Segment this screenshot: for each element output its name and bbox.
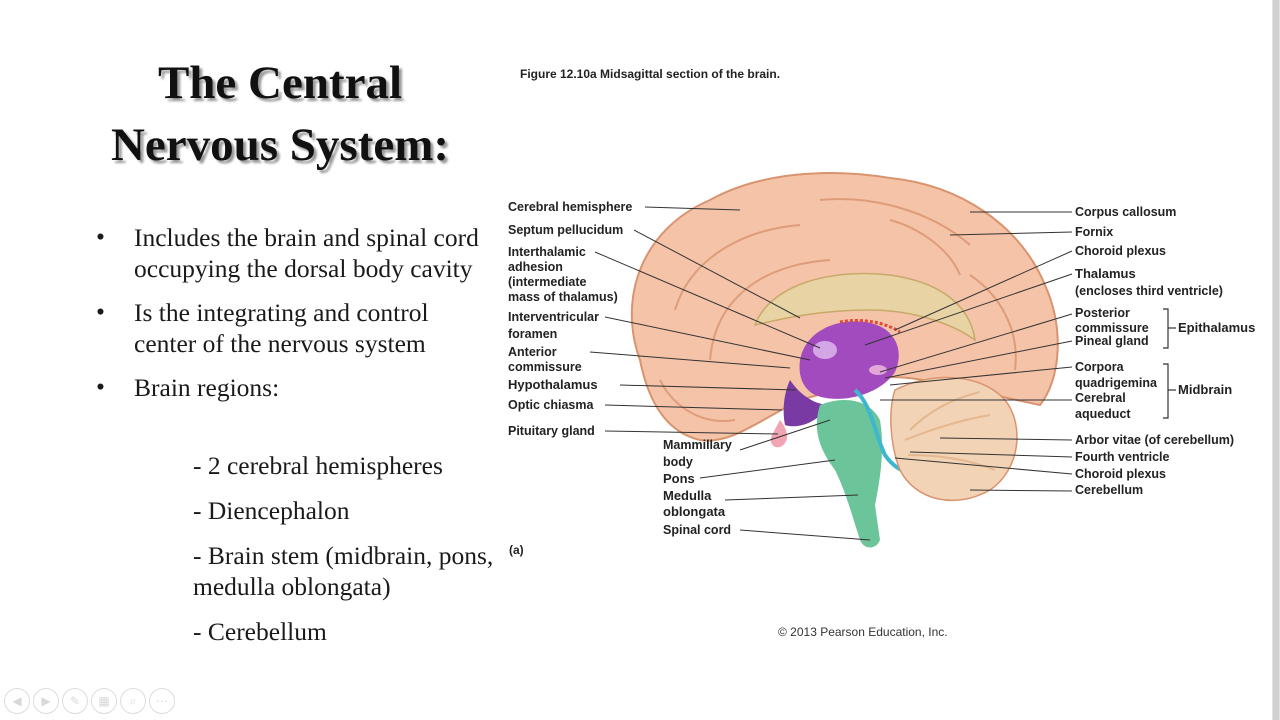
label-cerebral-aqueduct: Cerebral <box>1075 391 1126 405</box>
bullet-text: Is the integrating and control center of… <box>134 298 429 358</box>
previous-icon[interactable]: ◀ <box>4 688 30 714</box>
label-pons: Pons <box>663 471 695 486</box>
label-septum-pellucidum: Septum pellucidum <box>508 223 624 237</box>
label-corpora-quadrigemina-2: quadrigemina <box>1075 376 1157 390</box>
label-thalamus-note: (encloses third ventricle) <box>1075 284 1223 298</box>
label-interthalamic-adhesion-3: (intermediate <box>508 275 587 289</box>
figure-caption: Figure 12.10a Midsagittal section of the… <box>520 67 781 81</box>
slideshow-controls: ◀ ▶ ✎ ▦ ⌕ ⋯ <box>4 688 175 714</box>
label-anterior-commissure: Anterior <box>508 345 557 359</box>
corpus-callosum-shape <box>753 272 976 342</box>
zoom-icon[interactable]: ⌕ <box>120 688 146 714</box>
bullet-item: • Includes the brain and spinal cord occ… <box>96 222 496 284</box>
label-optic-chiasma: Optic chiasma <box>508 398 594 412</box>
bullet-marker: • <box>96 372 105 401</box>
bullet-text: Brain regions: <box>134 373 280 402</box>
more-icon[interactable]: ⋯ <box>149 688 175 714</box>
panel-label: (a) <box>509 543 524 557</box>
brainstem-shape <box>816 400 883 548</box>
label-cerebral-hemisphere: Cerebral hemisphere <box>508 200 633 214</box>
label-interthalamic-adhesion-4: mass of thalamus) <box>508 290 618 304</box>
label-cerebellum: Cerebellum <box>1075 483 1144 497</box>
bullet-list: • Includes the brain and spinal cord occ… <box>96 222 496 416</box>
sub-item: - Diencephalon <box>193 496 350 525</box>
bullet-text: Includes the brain and spinal cord occup… <box>134 223 479 283</box>
label-interthalamic-adhesion-2: adhesion <box>508 260 563 274</box>
label-brackets <box>1163 308 1176 419</box>
label-fornix: Fornix <box>1075 225 1114 239</box>
pen-icon[interactable]: ✎ <box>62 688 88 714</box>
label-posterior-commissure: Posterior <box>1075 306 1130 320</box>
bullet-marker: • <box>96 297 105 326</box>
leader-lines <box>589 206 1073 541</box>
label-midbrain: Midbrain <box>1178 382 1233 397</box>
label-choroid-plexus-lower: Choroid plexus <box>1075 467 1166 481</box>
label-mammillary-body: Mammillary <box>663 438 732 452</box>
sub-item: - Cerebellum <box>193 617 327 646</box>
label-hypothalamus: Hypothalamus <box>508 377 598 392</box>
next-icon[interactable]: ▶ <box>33 688 59 714</box>
label-interventricular-foramen-2: foramen <box>508 327 558 341</box>
label-corpora-quadrigemina: Corpora <box>1075 360 1124 374</box>
label-interthalamic-adhesion: Interthalamic <box>508 245 586 259</box>
label-pineal-gland: Pineal gland <box>1075 334 1149 348</box>
label-anterior-commissure-2: commissure <box>508 360 582 374</box>
label-posterior-commissure-2: commissure <box>1075 321 1149 335</box>
label-choroid-plexus: Choroid plexus <box>1075 244 1166 258</box>
thalamus-shape <box>799 321 899 399</box>
label-pituitary-gland: Pituitary gland <box>508 424 595 438</box>
interthalamic-adhesion-shape <box>813 341 837 359</box>
label-fourth-ventricle: Fourth ventricle <box>1075 450 1170 464</box>
slide-title-line-2: Nervous System: <box>110 119 450 171</box>
sub-item: - Brain stem (midbrain, pons, medulla ob… <box>193 541 494 601</box>
label-medulla-oblongata: Medulla <box>663 488 712 503</box>
sub-item-list: - 2 cerebral hemispheres - Diencephalon … <box>193 450 503 661</box>
brain-illustration <box>589 172 1176 548</box>
slide-title-line-1: The Central <box>157 57 403 109</box>
scrollbar-thumb[interactable] <box>1273 0 1279 720</box>
slides-icon[interactable]: ▦ <box>91 688 117 714</box>
label-corpus-callosum: Corpus callosum <box>1075 205 1177 219</box>
pituitary-gland-shape <box>770 420 788 448</box>
sub-item: - 2 cerebral hemispheres <box>193 451 443 480</box>
vertical-scrollbar[interactable] <box>1272 0 1280 720</box>
label-medulla-oblongata-2: oblongata <box>663 504 726 519</box>
bullet-marker: • <box>96 222 105 251</box>
label-mammillary-body-2: body <box>663 455 693 469</box>
bullet-item: • Brain regions: <box>96 372 496 403</box>
label-arbor-vitae: Arbor vitae (of cerebellum) <box>1075 433 1235 447</box>
copyright-text: © 2013 Pearson Education, Inc. <box>778 625 948 639</box>
pineal-gland-shape <box>869 365 887 375</box>
arbor-vitae-lines <box>904 391 996 471</box>
label-spinal-cord: Spinal cord <box>663 523 732 537</box>
label-interventricular-foramen: Interventricular <box>508 310 600 324</box>
slide-title: The Central Nervous System: <box>60 52 500 176</box>
label-thalamus: Thalamus <box>1075 266 1136 281</box>
bullet-item: • Is the integrating and control center … <box>96 297 496 359</box>
label-cerebral-aqueduct-2: aqueduct <box>1075 407 1131 421</box>
label-epithalamus: Epithalamus <box>1178 320 1256 335</box>
brain-figure: Figure 12.10a Midsagittal section of the… <box>500 60 1275 650</box>
